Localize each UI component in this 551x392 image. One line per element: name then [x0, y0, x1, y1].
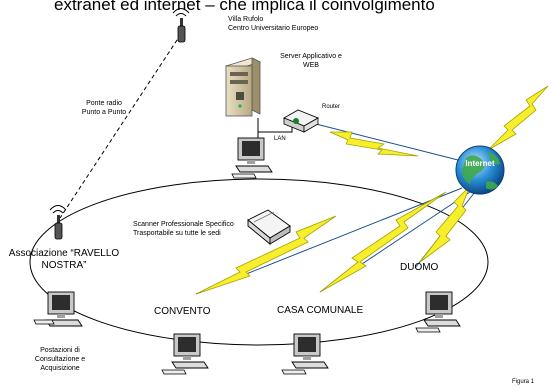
- scanner-label: Scanner Professionale Specifico Trasport…: [133, 221, 234, 237]
- scanner-icon: [247, 209, 291, 245]
- router-label: Router: [322, 104, 341, 110]
- computer-icon: [231, 137, 273, 179]
- figure-caption: Figura 1: [512, 379, 535, 385]
- computer-icon: [33, 291, 83, 327]
- globe-icon: [455, 145, 505, 195]
- duomo-label: DUOMO: [400, 262, 439, 273]
- server-tower-icon: [224, 57, 262, 117]
- postazioni-label: Postazioni di Consultazione e Acquisizio…: [34, 347, 86, 372]
- header-text: extranet ed internet – che implica il co…: [54, 0, 435, 14]
- villa-rufolo-label: Villa Rufolo Centro Universitario Europe…: [228, 16, 319, 32]
- internet-label: Internet: [465, 159, 495, 168]
- computer-icon: [161, 333, 209, 375]
- antenna-icon: [172, 8, 190, 43]
- computer-icon: [415, 291, 461, 333]
- router-icon: [283, 109, 319, 133]
- casa-comunale-label: CASA COMUNALE: [277, 305, 364, 316]
- convento-label: CONVENTO: [154, 306, 211, 317]
- associazione-label: Associazione “RAVELLO NOSTRA”: [8, 248, 120, 271]
- lan-label: LAN: [274, 136, 286, 142]
- server-label: Server Applicativo e WEB: [280, 53, 342, 69]
- ponte-radio-label: Ponte radio Punto a Punto: [81, 100, 127, 116]
- antenna-icon: [49, 205, 67, 240]
- computer-icon: [281, 333, 329, 375]
- lan-cable: [257, 118, 293, 133]
- radio-link-line: [59, 33, 182, 219]
- ring-network: [29, 178, 489, 346]
